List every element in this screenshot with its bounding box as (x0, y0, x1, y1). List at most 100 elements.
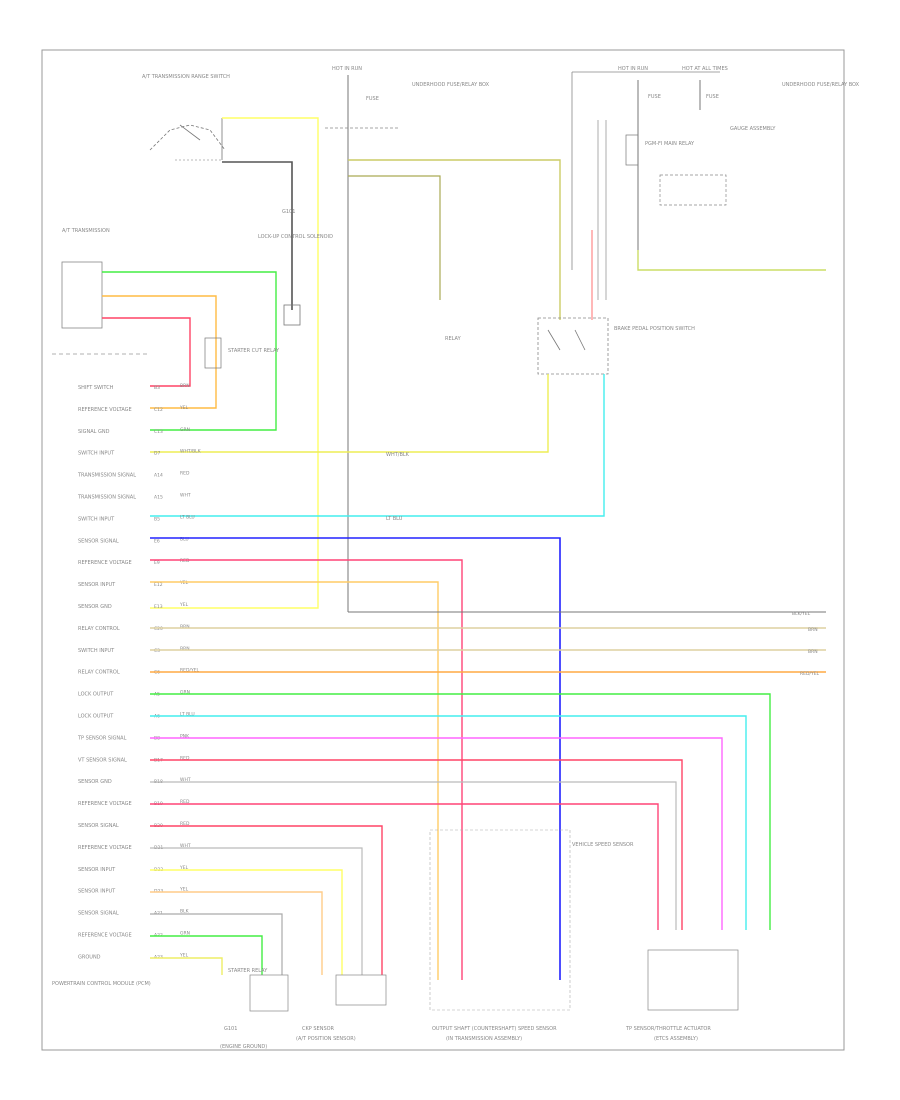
pcm-pin-wire-color: LT BLU (180, 514, 195, 520)
pcm-pin-wire-color: RED (180, 471, 190, 477)
splice-label-2: LT BLU (386, 516, 403, 522)
pcm-pin-wire-color: WHT/BLK (180, 449, 202, 455)
wire-orange-4 (150, 891, 323, 975)
pcm-pin-label: LOCK OUTPUT (78, 714, 114, 720)
pcm-pin-number: B5 (154, 516, 160, 522)
pcm-pin-number: E13 (154, 604, 163, 610)
pcm-pin-number: C3 (154, 648, 160, 654)
pcm-pin-wire-color: BRN (180, 646, 190, 652)
right-terminal-1: BLK/YEL (792, 611, 811, 617)
pcm-pin-label: GROUND (78, 954, 101, 960)
wire-yellow-top (150, 117, 319, 609)
wire-green-3 (150, 935, 263, 975)
pcm-pin-label: SENSOR SIGNAL (78, 911, 119, 917)
solenoid-label: LOCK-UP CONTROL SOLENOID (258, 234, 333, 240)
pcm-pin-label: REFERENCE VOLTAGE (78, 801, 132, 807)
vss-label: VEHICLE SPEED SENSOR (572, 842, 634, 848)
pcm-pin-number: E9 (154, 560, 160, 566)
wire-red-top (102, 317, 191, 387)
pcm-pin-label: REFERENCE VOLTAGE (78, 560, 132, 566)
tp-sensor-label: TP SENSOR/THROTTLE ACTUATOR (625, 1026, 711, 1032)
pcm-pin-wire-color: RED (180, 799, 190, 805)
pcm-connector-top: A/T TRANSMISSION (61, 228, 110, 329)
wire-gray-3 (150, 847, 363, 975)
pcm-pin-wire-color: YEL (179, 865, 189, 871)
pcm-pin-label: REFERENCE VOLTAGE (78, 845, 132, 851)
pcm-pin-label: REFERENCE VOLTAGE (78, 407, 132, 413)
pcm-pin-row: RELAY CONTROLC20BRN (78, 624, 190, 632)
wire-olive-right (637, 250, 826, 271)
top-center-fuse: HOT IN RUN FUSE UNDERHOOD FUSE/RELAY BOX (325, 66, 490, 612)
gauge-assembly-label: GAUGE ASSEMBLY (730, 126, 776, 132)
pcm-pin-label: SWITCH INPUT (78, 648, 115, 654)
pcm-top-label: A/T TRANSMISSION (62, 228, 110, 234)
starter-relay-small (204, 337, 222, 369)
pcm-pin-wire-color: RED (180, 755, 190, 761)
pcm-pin-label: SENSOR SIGNAL (78, 538, 119, 544)
pcm-pin-wire-color: WHT (180, 777, 191, 783)
pcm-pin-wire-color: WHT (180, 843, 191, 849)
starter-cut-relay-label: STARTER CUT RELAY (228, 348, 280, 354)
pcm-pin-wire-color: PNK (180, 733, 190, 739)
brake-pedal-switch: BRAKE PEDAL POSITION SWITCH (537, 317, 695, 375)
wire-green-2 (150, 693, 771, 930)
pcm-pin-row: SWITCH INPUT C3 BRN (78, 646, 190, 654)
pgm-fi-relay-label: PGM-FI MAIN RELAY (645, 141, 695, 147)
pcm-pin-wire-color: BLU (180, 536, 189, 542)
wire-blue (150, 537, 561, 980)
fuse-left-label: FUSE (366, 96, 379, 102)
pcm-pin-wire-color: LT BLU (180, 712, 195, 718)
pcm-pin-number: A14 (154, 473, 163, 479)
pcm-pin-wire-color: RED (180, 558, 190, 564)
g101-label: G101 (224, 1026, 237, 1032)
wire-gray-4 (150, 913, 283, 975)
underhood-box-label: UNDERHOOD FUSE/RELAY BOX (412, 82, 490, 88)
pcm-pin-number: D7 (154, 451, 160, 457)
ground-label: G101 (282, 209, 295, 215)
right-terminals: BLK/YEL BRN BRN RED/YEL (792, 611, 820, 677)
tp-sensor-assembly: TP SENSOR/THROTTLE ACTUATOR (ETCS ASSEMB… (625, 949, 739, 1042)
pcm-pin-number: C13 (154, 429, 163, 435)
transmission-range-switch-label: A/T TRANSMISSION RANGE SWITCH (142, 74, 230, 80)
hot-in-run-label: HOT IN RUN (332, 66, 362, 72)
output-shaft-label: OUTPUT SHAFT (COUNTERSHAFT) SPEED SENSOR (432, 1026, 557, 1032)
fuse-right-b-label: FUSE (706, 94, 719, 100)
pcm-pin-wire-color: WHT (180, 493, 191, 499)
wire-olive-a (348, 159, 561, 320)
wire-red-5 (150, 825, 383, 975)
pcm-pin-label: RELAY CONTROL (78, 626, 120, 632)
splice-label-1: WHT/BLK (386, 452, 410, 458)
wire-yellow-2 (150, 869, 343, 975)
ckp-sub-label: (A/T POSITION SENSOR) (296, 1036, 356, 1042)
pcm-pin-label: SWITCH INPUT (78, 516, 115, 522)
wire-yellow-3 (150, 957, 223, 975)
pcm-pin-label: SENSOR INPUT (78, 867, 116, 873)
pcm-pin-wire-color: YEL (179, 887, 189, 893)
pcm-pin-row: REFERENCE VOLTAGE E9 RED (78, 558, 190, 566)
wire-olive-b (348, 175, 441, 300)
pcm-pin-label: SENSOR GND (78, 779, 112, 785)
pcm-pin-wire-color: RED (180, 821, 190, 827)
pcm-pin-number: A15 (154, 495, 163, 501)
pcm-pin-row: SWITCH INPUT B5 LT BLU (78, 514, 195, 522)
right-terminal-3: BRN (808, 649, 818, 655)
starter-relay-bottom: STARTER RELAY G101 (ENGINE GROUND) (220, 968, 289, 1050)
wire-red-3 (150, 759, 683, 930)
wire-green-top (102, 271, 277, 431)
pcm-pin-wire-color: YEL (179, 602, 189, 608)
pcm-pin-label: TRANSMISSION SIGNAL (77, 473, 136, 479)
right-terminal-4: RED/YEL (800, 671, 820, 677)
